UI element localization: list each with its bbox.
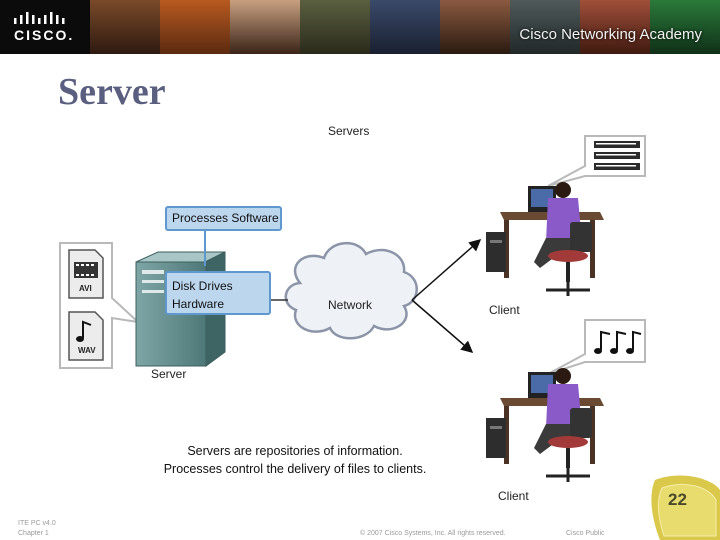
disk-drives-label: Disk Drives — [172, 279, 233, 293]
client-top-label: Client — [489, 303, 520, 317]
processes-software-label: Processes Software — [172, 211, 279, 225]
banner-photos — [90, 0, 720, 54]
page-number: 22 — [668, 490, 687, 509]
servers-label: Servers — [328, 124, 370, 138]
client-bottom-label: Client — [498, 489, 529, 503]
footer-chapter: Chapter 1 — [18, 530, 49, 537]
academy-title: Cisco Networking Academy — [519, 26, 702, 43]
header-banner: CISCO. Cisco Networking Academy — [0, 0, 720, 54]
disk-hardware-box: Disk Drives Hardware — [165, 271, 271, 315]
slide-title: Server — [58, 71, 166, 113]
footer-classification: Cisco Public — [566, 530, 605, 537]
client-workstation-bottom-icon — [486, 368, 604, 482]
avi-file-label: AVI — [79, 284, 92, 293]
avi-file-icon — [68, 249, 104, 299]
rack-servers-callout — [547, 135, 646, 187]
caption-line-1: Servers are repositories of information. — [187, 444, 403, 458]
wav-file-icon — [68, 311, 104, 361]
wav-file-label: WAV — [78, 346, 96, 355]
cisco-bars-icon — [14, 12, 65, 24]
network-label: Network — [328, 298, 373, 312]
processes-software-box: Processes Software — [165, 206, 282, 231]
server-label: Server — [151, 367, 187, 381]
footer-course: ITE PC v4.0 — [18, 520, 56, 527]
page-number-badge — [651, 475, 720, 540]
files-callout — [59, 242, 142, 369]
hardware-label: Hardware — [172, 297, 225, 311]
diagram-caption: Servers are repositories of information.… — [150, 442, 440, 478]
network-cloud-icon — [284, 241, 418, 340]
footer-copyright: © 2007 Cisco Systems, Inc. All rights re… — [360, 530, 506, 537]
client-workstation-top-icon — [486, 182, 604, 296]
music-callout — [547, 319, 646, 375]
caption-line-2: Processes control the delivery of files … — [163, 462, 427, 476]
cisco-logo: CISCO. — [0, 0, 90, 54]
cisco-wordmark: CISCO. — [14, 27, 75, 43]
